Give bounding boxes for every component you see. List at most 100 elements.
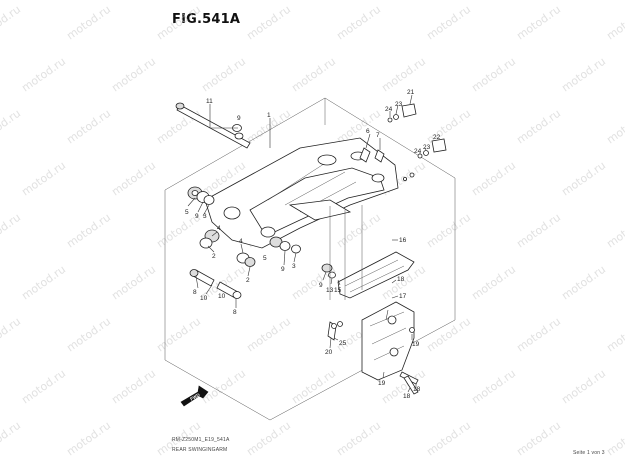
watermark-text: motod.ru — [469, 263, 518, 303]
watermark-text: motod.ru — [109, 367, 158, 407]
watermark-text: motod.ru — [154, 315, 203, 355]
callout-3b: 3 — [292, 263, 296, 270]
watermark-text: motod.ru — [604, 211, 625, 251]
callout-2b: 2 — [246, 277, 250, 284]
watermark-text: motod.ru — [334, 3, 383, 43]
callout-20: 20 — [325, 349, 333, 356]
watermark-text: motod.ru — [19, 55, 68, 95]
watermark-text: motod.ru — [64, 211, 113, 251]
watermark-text: motod.ru — [0, 211, 23, 251]
callout-5: 5 — [185, 209, 189, 216]
callout-18b: 18 — [413, 386, 421, 393]
callout-22: 22 — [433, 134, 441, 141]
callout-10b: 10 — [218, 293, 226, 300]
watermark-text: motod.ru — [469, 55, 518, 95]
watermark-text: motod.ru — [199, 367, 248, 407]
watermark-text: motod.ru — [424, 3, 473, 43]
watermark-text: motod.ru — [199, 55, 248, 95]
callout-4: 4 — [217, 225, 221, 232]
watermark-text: motod.ru — [0, 107, 23, 147]
callout-9d: 9 — [319, 282, 323, 289]
watermark-text: motod.ru — [514, 107, 563, 147]
watermark-text: motod.ru — [604, 419, 625, 459]
watermark-text: motod.ru — [0, 419, 23, 459]
page-indicator: Seite 1 von 3 — [573, 450, 605, 456]
watermark-text: motod.ru — [514, 3, 563, 43]
fwd-arrow-icon: FWD — [180, 385, 209, 407]
callout-12: 13 — [326, 287, 334, 294]
watermark-layer: motod.ru motod.ru motod.ru motod.ru motod.ru… — [0, 3, 625, 459]
watermark-text: motod.ru — [19, 367, 68, 407]
callout-24b: 24 — [414, 148, 422, 155]
watermark-text: motod.ru — [64, 107, 113, 147]
fwd-label: FWD — [189, 392, 201, 402]
watermark-text: motod.ru — [559, 367, 608, 407]
model-code: RM-Z250M1_E19_541A — [172, 437, 230, 443]
watermark-text: motod.ru — [559, 263, 608, 303]
watermark-text: motod.ru — [514, 419, 563, 459]
watermark-text: motod.ru — [469, 159, 518, 199]
callout-15: 16 — [399, 237, 407, 244]
watermark-text: motod.ru — [244, 3, 293, 43]
watermark-text: motod.ru — [559, 55, 608, 95]
callout-9c: 9 — [281, 266, 285, 273]
watermark-text: motod.ru — [424, 211, 473, 251]
callout-19: 19 — [412, 341, 420, 348]
callout-17: 19 — [378, 380, 386, 387]
callout-7: 7 — [376, 132, 380, 139]
callout-labels: 11 9 1 5 9 3 4 2 4 2 5 9 3 8 10 10 8 6 7… — [185, 89, 441, 400]
callout-5b: 5 — [263, 255, 267, 262]
callout-3: 3 — [203, 213, 207, 220]
callout-13: 15 — [334, 287, 342, 294]
callout-18: 18 — [403, 393, 411, 400]
chain-guide-bracket — [321, 205, 415, 300]
watermark-text: motod.ru — [289, 55, 338, 95]
watermark-text: motod.ru — [244, 315, 293, 355]
callout-16: 18 — [397, 276, 405, 283]
swingarm — [204, 137, 399, 249]
callout-8: 8 — [193, 289, 197, 296]
chain-guide — [327, 301, 419, 395]
callout-24: 24 — [385, 106, 393, 113]
watermark-text: motod.ru — [244, 419, 293, 459]
watermark-text: motod.ru — [154, 107, 203, 147]
watermark-text: motod.ru — [604, 3, 625, 43]
watermark-text: motod.ru — [109, 263, 158, 303]
watermark-text: motod.ru — [0, 3, 23, 43]
callout-11: 11 — [206, 98, 213, 105]
watermark-text: motod.ru — [334, 419, 383, 459]
callout-21: 21 — [407, 89, 415, 96]
callout-9b: 9 — [195, 213, 199, 220]
watermark-text: motod.ru — [559, 159, 608, 199]
watermark-text: motod.ru — [0, 315, 23, 355]
watermark-text: motod.ru — [334, 211, 383, 251]
callout-25: 25 — [339, 340, 347, 347]
leader-lines — [187, 94, 427, 393]
watermark-text: motod.ru — [514, 315, 563, 355]
watermark-text: motod.ru — [19, 159, 68, 199]
callout-15b: 17 — [399, 293, 407, 300]
callout-10: 10 — [200, 295, 208, 302]
callout-9: 9 — [237, 115, 241, 122]
watermark-text: motod.ru — [424, 107, 473, 147]
callout-23b: 23 — [423, 144, 431, 151]
watermark-text: motod.ru — [154, 3, 203, 43]
callout-1: 1 — [267, 112, 271, 119]
watermark-text: motod.ru — [604, 315, 625, 355]
watermark-text: motod.ru — [64, 419, 113, 459]
watermark-text: motod.ru — [514, 211, 563, 251]
callout-23: 23 — [395, 101, 403, 108]
watermark-text: motod.ru — [109, 55, 158, 95]
callout-2: 2 — [212, 253, 216, 260]
watermark-text: motod.ru — [64, 315, 113, 355]
watermark-text: motod.ru — [379, 55, 428, 95]
callout-6: 6 — [366, 128, 370, 135]
watermark-text: motod.ru — [469, 367, 518, 407]
watermark-text: motod.ru — [19, 263, 68, 303]
pivot-bearings — [187, 186, 301, 267]
figure-title: FIG.541A — [172, 12, 241, 27]
figure-caption: REAR SWINGINGARM — [172, 447, 228, 453]
rear-bolts — [359, 147, 385, 163]
